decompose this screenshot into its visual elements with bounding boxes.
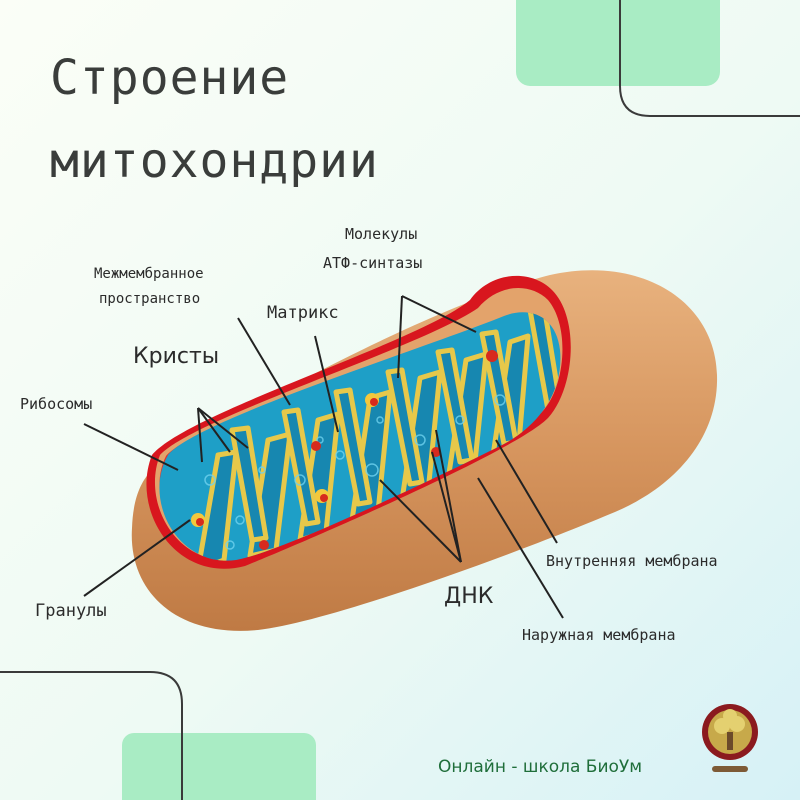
label-molecules-line1: Молекулы <box>345 225 418 243</box>
label-intermembrane-line2: пространство <box>99 291 201 307</box>
school-name: Онлайн - школа БиоУм <box>438 757 643 777</box>
page-title-line2: митохондрии <box>50 133 379 189</box>
deco-frame-top <box>619 0 800 117</box>
deco-green-block-bottom <box>122 733 316 800</box>
label-matrix: Матрикс <box>267 303 339 323</box>
leader-lines <box>83 295 564 619</box>
label-granules: Гранулы <box>35 601 107 621</box>
granules <box>191 350 498 550</box>
page-title-line1: Строение <box>50 50 290 106</box>
cristae-folds <box>195 312 561 561</box>
label-ribosomes: Рибосомы <box>20 395 93 413</box>
deco-frame-bottom <box>0 671 183 800</box>
deco-green-block-top <box>516 0 720 86</box>
label-inner-membrane: Внутренняя мембрана <box>546 552 718 570</box>
label-molecules-line2: АТФ-синтазы <box>323 254 423 272</box>
label-cristae: Кристы <box>133 344 220 369</box>
label-outer-membrane: Наружная мембрана <box>522 626 676 644</box>
bioum-logo-icon <box>702 704 758 772</box>
label-intermembrane-line1: Межмембранное <box>94 266 204 282</box>
label-dna: ДНК <box>444 584 494 609</box>
